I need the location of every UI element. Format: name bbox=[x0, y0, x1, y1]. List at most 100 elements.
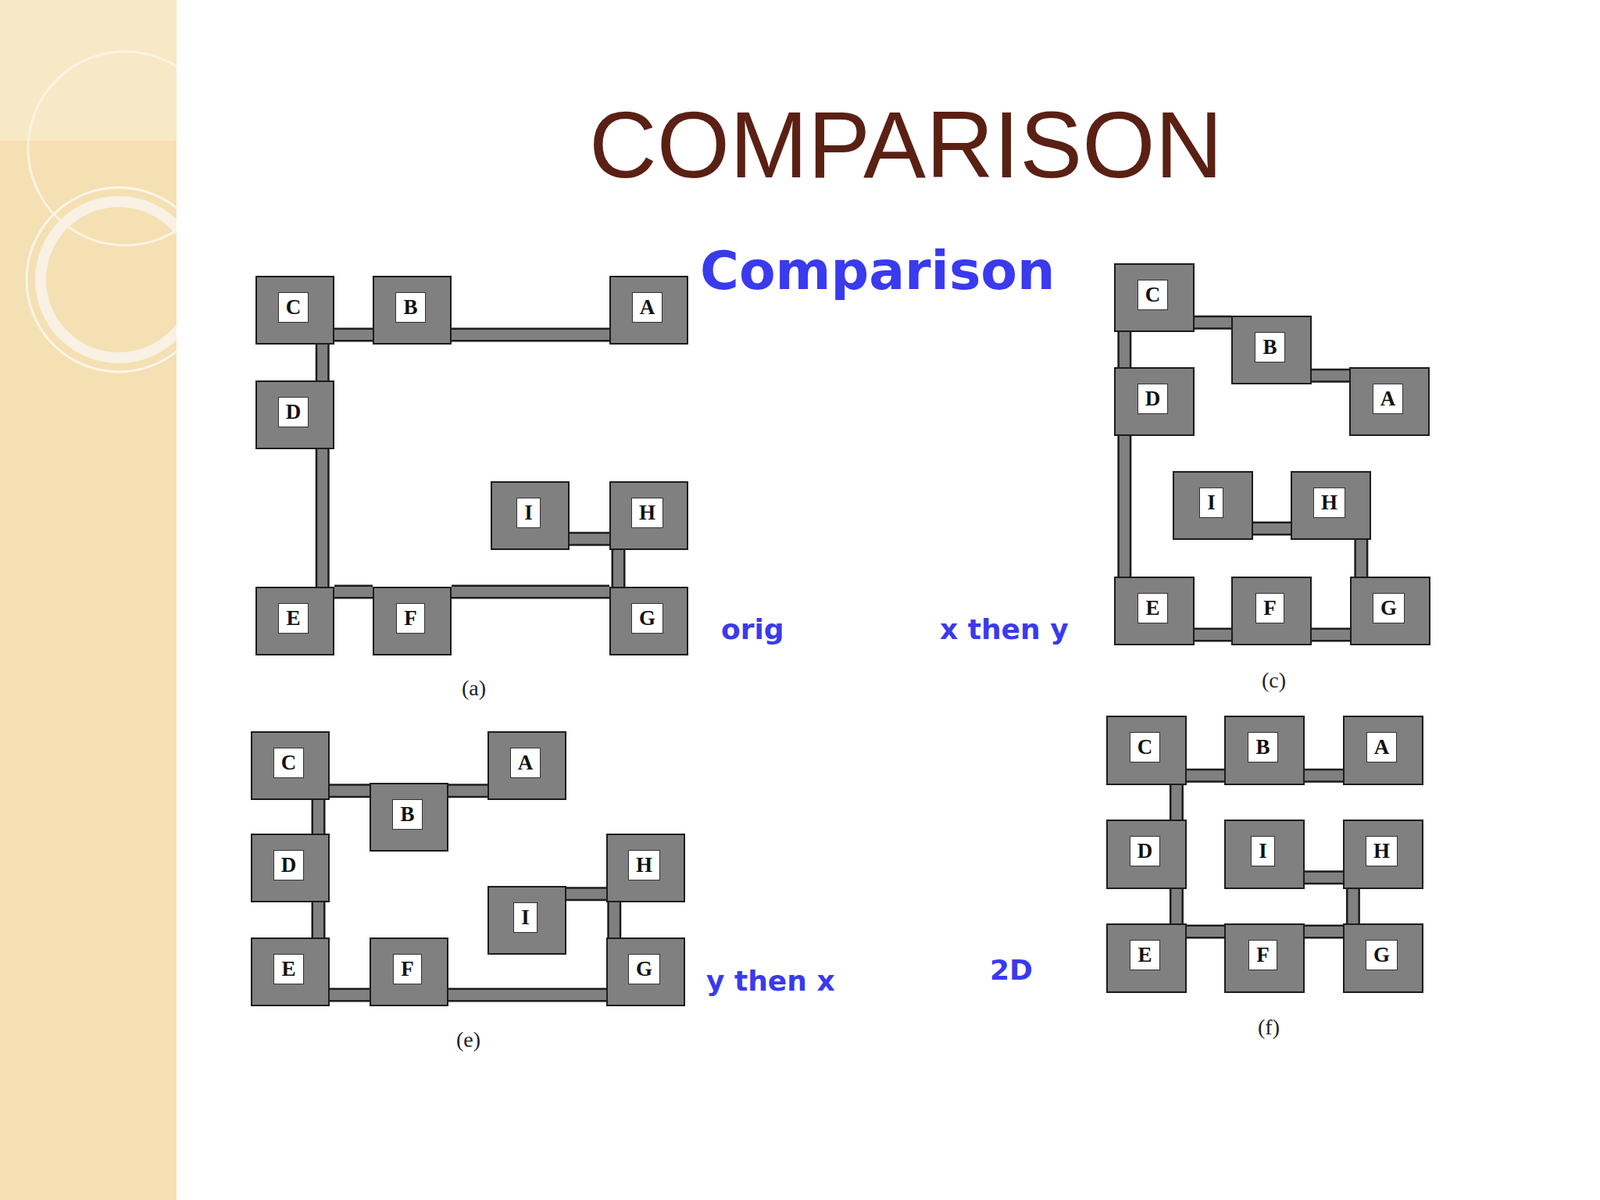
wire-connector bbox=[321, 344, 323, 381]
wire-stroke bbox=[329, 989, 370, 1000]
placement-cell: I bbox=[1224, 819, 1305, 890]
wire-stroke bbox=[1186, 926, 1225, 937]
placement-cell: F bbox=[1224, 923, 1305, 993]
wire-stroke bbox=[1171, 889, 1182, 924]
placement-cell: C bbox=[250, 731, 330, 800]
placement-cell: A bbox=[1349, 367, 1430, 436]
placement-cell: F bbox=[372, 586, 452, 656]
cell-label: E bbox=[1137, 592, 1168, 624]
wire-stroke bbox=[334, 586, 373, 597]
placement-cell: C bbox=[255, 275, 335, 345]
wire-connector bbox=[617, 550, 619, 587]
wire-stroke bbox=[1186, 924, 1225, 939]
decor-circle bbox=[26, 187, 177, 372]
wire-stroke bbox=[313, 902, 324, 938]
wire-connector bbox=[1352, 889, 1354, 924]
cell-label: I bbox=[1199, 487, 1224, 518]
placement-cell: H bbox=[606, 833, 686, 903]
wire-connector bbox=[321, 449, 323, 587]
wire-stroke bbox=[569, 533, 610, 544]
wire-connector bbox=[569, 538, 610, 540]
wire-connector bbox=[451, 334, 610, 336]
wire-connector bbox=[1304, 775, 1343, 776]
cell-label: C bbox=[273, 747, 305, 779]
figure-letter: (c) bbox=[1261, 669, 1286, 692]
wire-stroke bbox=[1304, 924, 1343, 939]
wire-connector bbox=[614, 902, 615, 938]
placement-cell: C bbox=[1106, 715, 1187, 786]
wire-stroke bbox=[451, 327, 610, 342]
wire-connector bbox=[566, 893, 607, 895]
cell-label: C bbox=[1137, 279, 1169, 311]
wire-connector bbox=[1175, 785, 1177, 820]
cell-label: H bbox=[628, 850, 661, 881]
wire-stroke bbox=[313, 800, 324, 834]
wire-connector bbox=[1304, 931, 1343, 933]
cell-label: H bbox=[631, 497, 664, 529]
wire-stroke bbox=[1117, 332, 1132, 368]
placement-cell: F bbox=[369, 937, 449, 1007]
wire-stroke bbox=[1311, 629, 1350, 640]
wire-stroke bbox=[1304, 926, 1343, 937]
cell-label: F bbox=[396, 603, 425, 634]
wire-stroke bbox=[1304, 770, 1343, 781]
figure-letter: (f) bbox=[1257, 1016, 1280, 1039]
placement-cell: B bbox=[372, 275, 452, 345]
wire-stroke bbox=[609, 902, 620, 938]
cell-label: H bbox=[1313, 487, 1346, 518]
cell-label: G bbox=[1365, 939, 1398, 971]
caption-text: y then x bbox=[706, 967, 836, 996]
wire-stroke bbox=[451, 585, 610, 600]
wire-connector bbox=[317, 902, 319, 938]
cell-label: G bbox=[628, 953, 661, 985]
cell-label: A bbox=[1372, 383, 1404, 415]
wire-stroke bbox=[329, 783, 370, 798]
wire-stroke bbox=[1304, 768, 1343, 783]
wire-stroke bbox=[1194, 315, 1232, 330]
wire-connector bbox=[1124, 332, 1125, 368]
wire-connector bbox=[334, 591, 373, 593]
wire-stroke bbox=[317, 344, 328, 381]
wire-stroke bbox=[1353, 539, 1368, 577]
placement-cell: G bbox=[609, 586, 689, 656]
wire-stroke bbox=[1194, 627, 1232, 642]
cell-label: G bbox=[1372, 592, 1405, 624]
wire-stroke bbox=[611, 550, 626, 587]
cell-label: F bbox=[1248, 939, 1278, 971]
placement-cell: H bbox=[609, 481, 689, 550]
wire-stroke bbox=[448, 987, 607, 1002]
wire-stroke bbox=[317, 449, 328, 587]
wire-stroke bbox=[1346, 889, 1361, 924]
figure-letter: (e) bbox=[456, 1028, 481, 1051]
wire-stroke bbox=[1171, 785, 1182, 820]
cell-label: C bbox=[278, 292, 310, 323]
wire-stroke bbox=[329, 785, 370, 797]
wire-stroke bbox=[1311, 627, 1350, 642]
cell-label: E bbox=[273, 953, 304, 985]
wire-connector bbox=[1194, 321, 1232, 323]
wire-stroke bbox=[1356, 539, 1367, 577]
wire-stroke bbox=[1186, 768, 1225, 783]
placement-cell: F bbox=[1231, 576, 1312, 646]
wire-stroke bbox=[1253, 521, 1291, 536]
wire-connector bbox=[1360, 539, 1362, 577]
cell-label: E bbox=[1129, 939, 1160, 971]
cell-label: A bbox=[632, 292, 664, 323]
cell-label: B bbox=[1254, 332, 1285, 363]
caption-text: Comparison bbox=[700, 244, 1055, 298]
wire-stroke bbox=[315, 344, 330, 381]
cell-label: F bbox=[1255, 592, 1285, 624]
placement-cell: I bbox=[490, 481, 570, 550]
wire-connector bbox=[448, 994, 607, 996]
placement-cell: I bbox=[487, 885, 567, 955]
placement-cell: A bbox=[1342, 715, 1424, 786]
placement-cell: A bbox=[487, 731, 567, 800]
wire-stroke bbox=[566, 889, 607, 900]
placement-cell: B bbox=[369, 782, 449, 852]
caption-text: 2D bbox=[989, 956, 1033, 985]
wire-connector bbox=[448, 790, 488, 792]
placement-cell: E bbox=[1106, 923, 1187, 993]
cell-label: D bbox=[1137, 383, 1169, 415]
wire-connector bbox=[451, 591, 610, 593]
